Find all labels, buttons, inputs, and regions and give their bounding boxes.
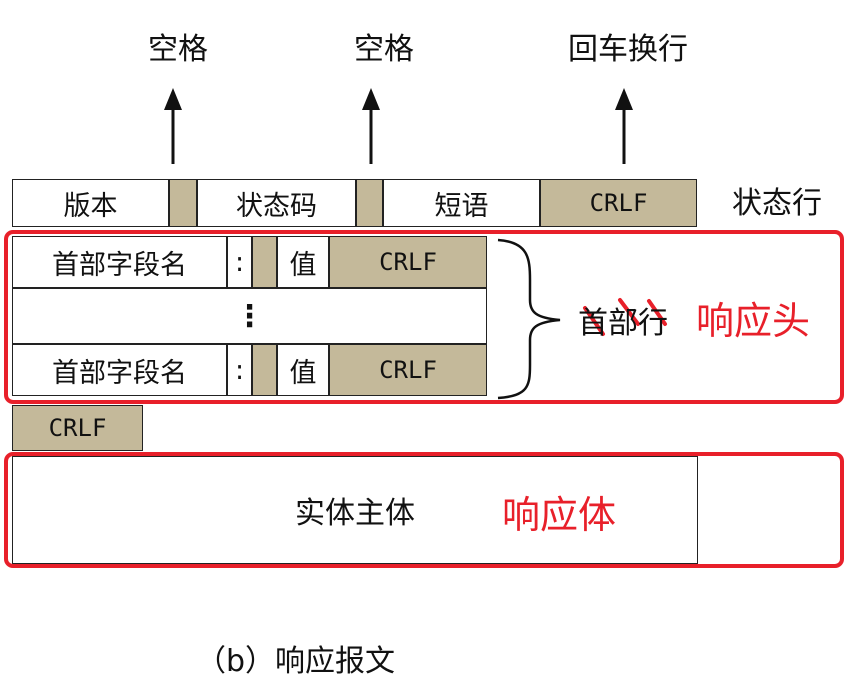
header-colon-cell-1: :	[227, 236, 252, 288]
arrow-space-1	[164, 88, 182, 164]
header-brace	[497, 238, 561, 400]
response-header-box	[4, 230, 844, 404]
response-body-box	[4, 452, 844, 568]
response-header-label: 响应头	[696, 299, 811, 343]
response-body-label: 响应体	[502, 493, 617, 537]
arrow-crlf	[615, 88, 633, 164]
header-lines-label: 首部行	[578, 306, 668, 341]
header-space-cell-1	[252, 236, 277, 288]
header-value-cell-1: 值	[277, 236, 329, 288]
space-label-1: 空格	[148, 32, 208, 67]
phrase-cell: 短语	[383, 179, 540, 227]
blank-line-crlf-cell: CRLF	[12, 405, 143, 451]
crlf-top-label: 回车换行	[568, 32, 688, 67]
entity-body-cell: 实体主体	[12, 456, 698, 564]
figure-caption: （b）响应报文	[196, 644, 396, 679]
header-name-cell-2: 首部字段名	[12, 344, 227, 396]
header-name-cell-1: 首部字段名	[12, 236, 227, 288]
space-cell-1	[169, 179, 197, 227]
header-crlf-cell-1: CRLF	[329, 236, 487, 288]
header-crlf-cell-2: CRLF	[329, 344, 487, 396]
status-line-label: 状态行	[732, 186, 822, 221]
status-crlf-cell: CRLF	[540, 179, 697, 227]
header-value-cell-2: 值	[277, 344, 329, 396]
status-code-cell: 状态码	[197, 179, 356, 227]
header-space-cell-2	[252, 344, 277, 396]
header-colon-cell-2: :	[227, 344, 252, 396]
space-label-2: 空格	[354, 32, 414, 67]
arrow-space-2	[362, 88, 380, 164]
header-ellipsis-row: ⋮	[12, 288, 487, 344]
space-cell-2	[356, 179, 383, 227]
version-cell: 版本	[12, 179, 169, 227]
